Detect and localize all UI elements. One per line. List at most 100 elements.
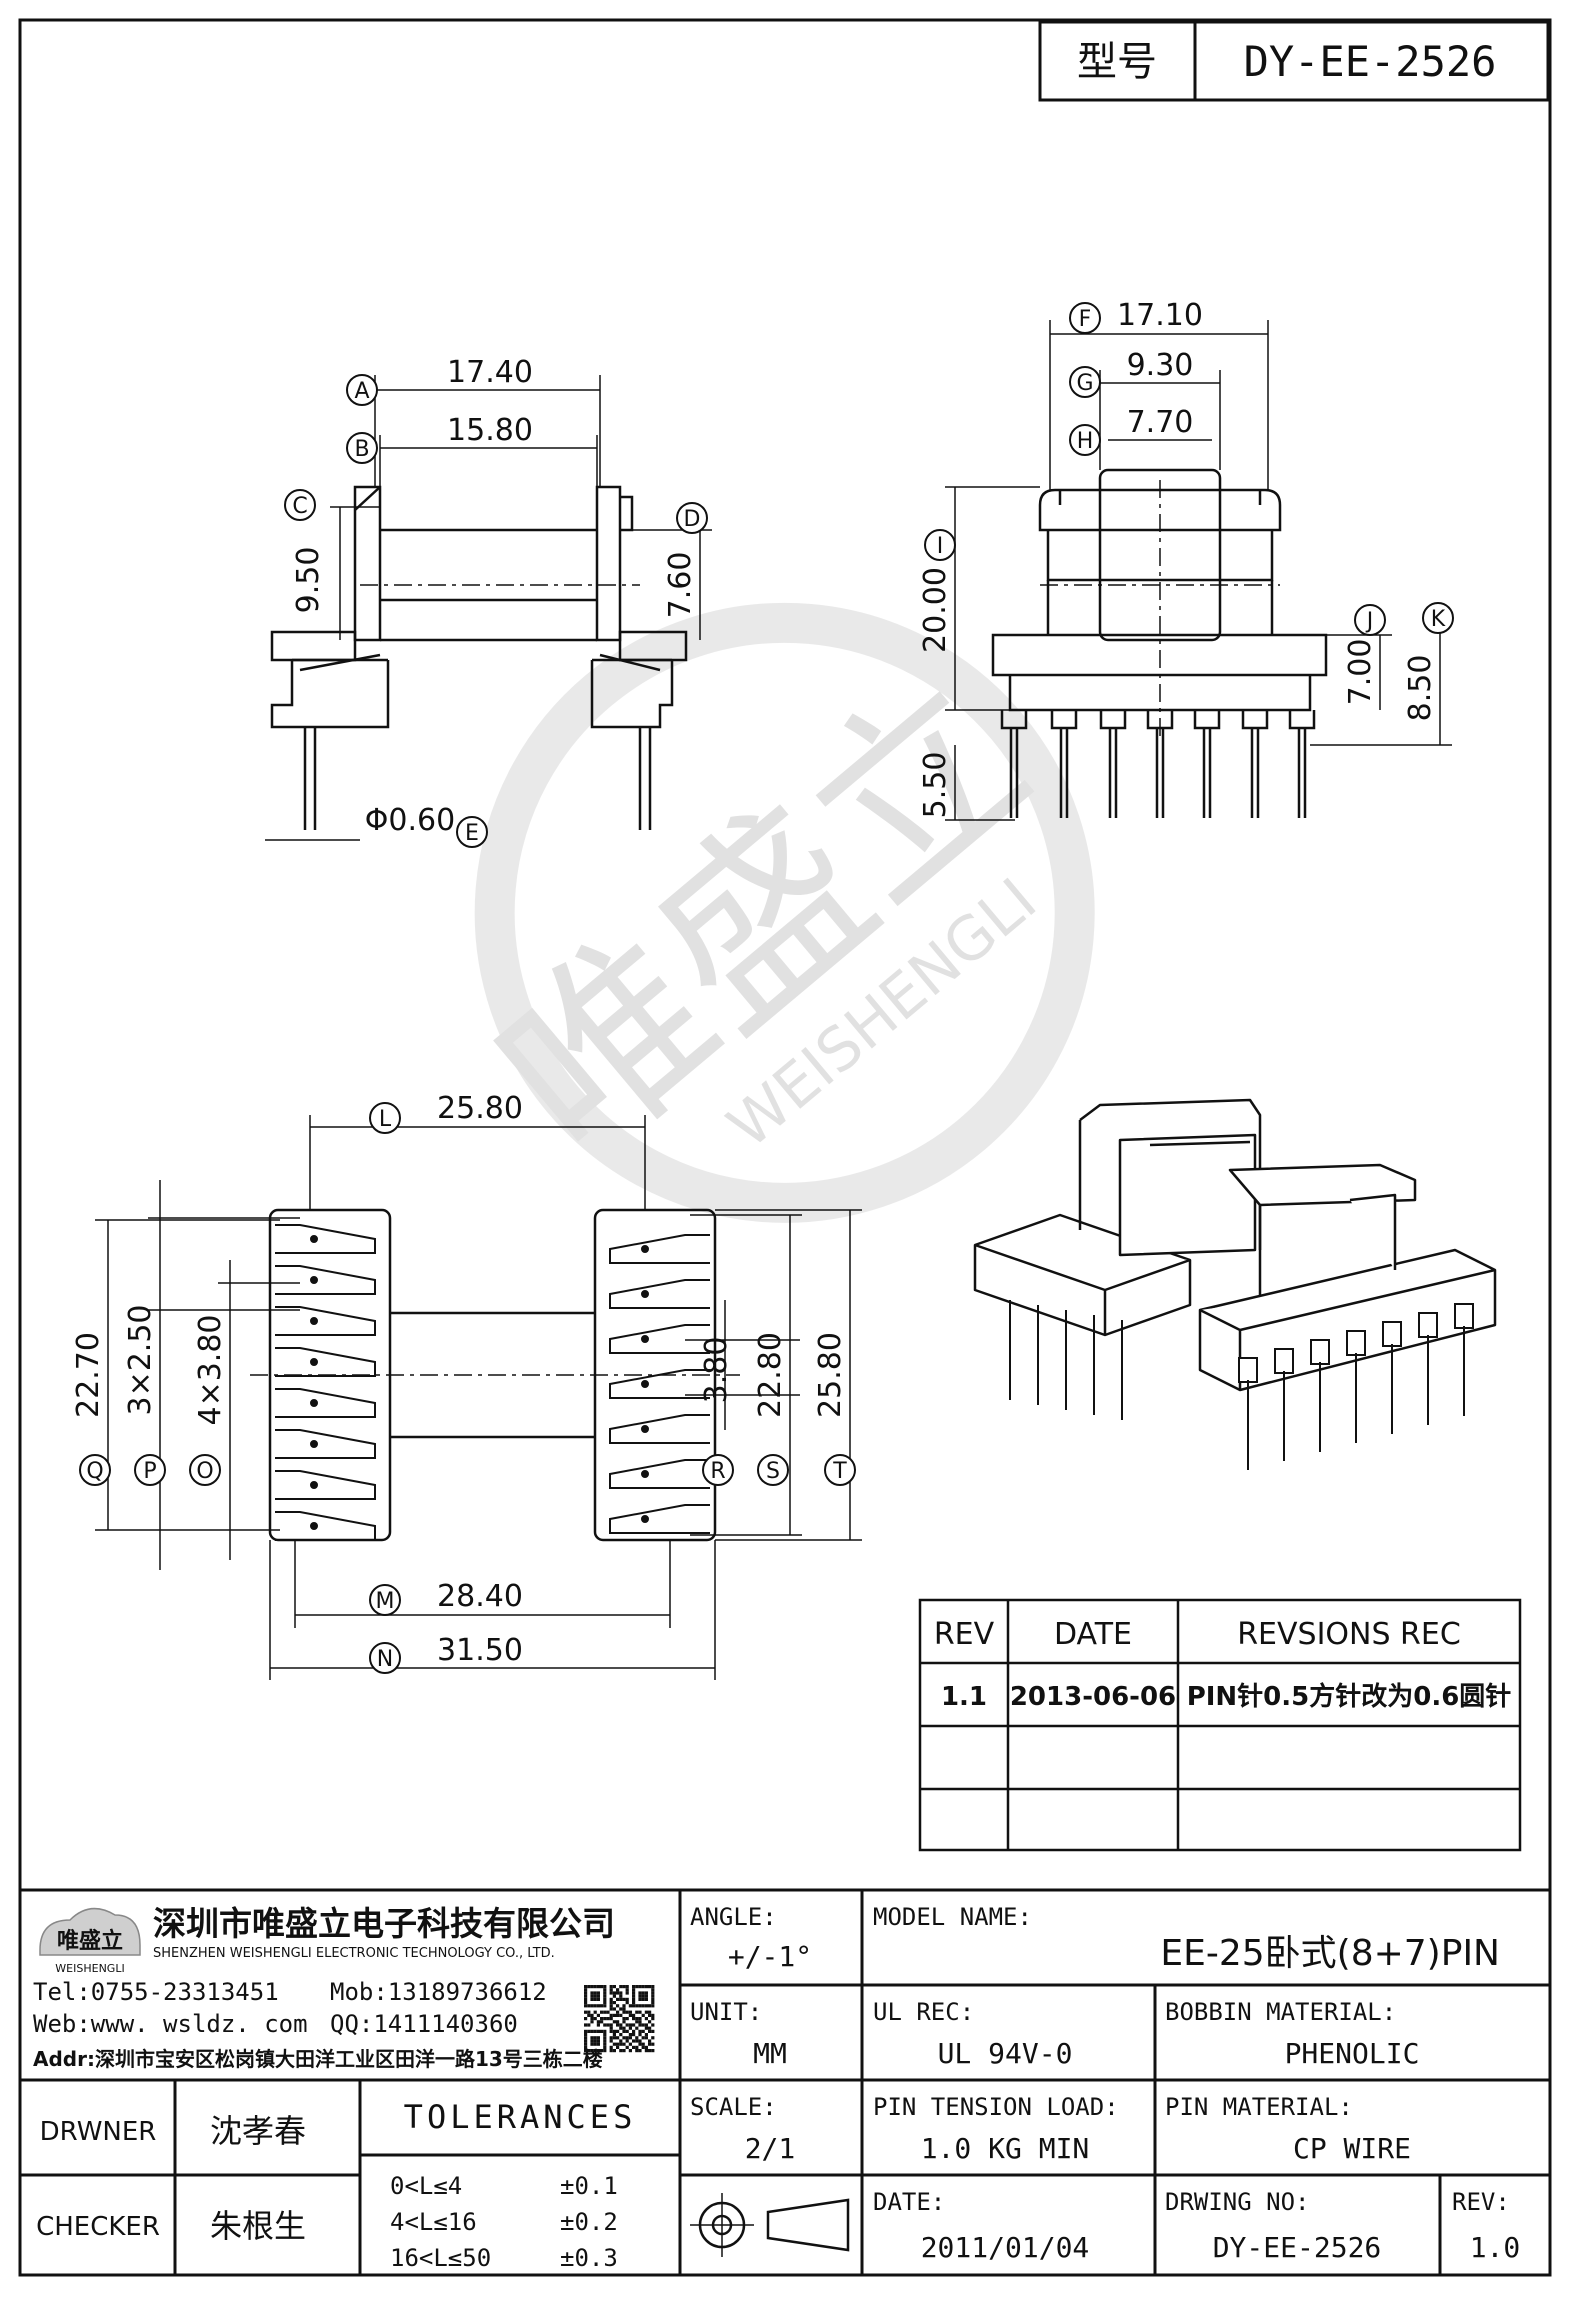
marker-s: S [757, 1454, 789, 1486]
rev-header-date: DATE [1054, 1617, 1132, 1652]
angle-value: +/-1° [728, 1940, 812, 1973]
tol-value-3: ±0.3 [560, 2244, 618, 2272]
dim-e-value: Φ0.60 [365, 803, 455, 838]
model-header: 型号 DY-EE-2526 [1038, 20, 1550, 102]
front-pin [1288, 710, 1316, 818]
svg-text:H: H [1077, 429, 1094, 454]
front-view-dimension-text: 17.10 9.30 7.70 20.00 7.00 8.50 5.50 [918, 298, 1438, 818]
left-pin-pad [275, 1265, 376, 1295]
dim-h-value: 7.70 [1127, 405, 1194, 440]
company-qq: QQ:1411140360 [330, 2010, 518, 2038]
pin-tension-label: PIN TENSION LOAD: [873, 2093, 1119, 2121]
dim-s-value: 22.80 [753, 1332, 788, 1418]
marker-d: D [676, 502, 708, 534]
front-pin [1241, 710, 1269, 818]
marker-h: H [1069, 424, 1101, 456]
angle-label: ANGLE: [690, 1903, 777, 1931]
svg-text:N: N [377, 1647, 393, 1672]
pin-material-value: CP WIRE [1293, 2132, 1411, 2165]
rev-row1-rec: PIN针0.5方针改为0.6圆针 [1187, 1681, 1512, 1712]
right-pin-pad [609, 1234, 710, 1264]
marker-n: N [369, 1642, 401, 1674]
dim-p-value: 3×2.50 [123, 1304, 158, 1415]
dim-i-value: 20.00 [918, 567, 953, 653]
right-pin-pad [609, 1504, 710, 1534]
dim-m-value: 28.40 [437, 1579, 523, 1614]
marker-a: A [346, 374, 378, 406]
svg-text:K: K [1431, 607, 1446, 632]
svg-text:F: F [1079, 307, 1092, 332]
svg-text:L: L [379, 1107, 392, 1132]
svg-text:S: S [766, 1459, 780, 1484]
svg-text:M: M [376, 1589, 395, 1614]
marker-b: B [346, 432, 378, 464]
company-web: Web:www. wsldz. com [33, 2010, 308, 2038]
tol-range-3: 16<L≤50 [390, 2244, 491, 2272]
tol-value-1: ±0.1 [560, 2172, 618, 2200]
tolerances-label: TOLERANCES [404, 2098, 637, 2136]
iso-pin-right [1238, 1357, 1258, 1470]
rev-header-rec: REVSIONS REC [1237, 1617, 1461, 1652]
type-label: 型号 [1077, 39, 1157, 85]
drawing-no-value: DY-EE-2526 [1213, 2231, 1382, 2264]
right-pin-pad [609, 1324, 710, 1354]
company-name-cn: 深圳市唯盛立电子科技有限公司 [153, 1904, 615, 1943]
tolerances: TOLERANCES 0<L≤4 ±0.1 4<L≤16 ±0.2 16<L≤5… [390, 2098, 637, 2272]
marker-k: K [1422, 602, 1454, 634]
checker-label: CHECKER [36, 2212, 160, 2242]
marker-q: Q [79, 1454, 111, 1486]
dim-j-value: 7.00 [1343, 639, 1378, 706]
front-pin [1146, 710, 1174, 818]
iso-pin-right [1418, 1312, 1438, 1425]
dim-g-value: 9.30 [1127, 348, 1194, 383]
ul-value: UL 94V-0 [938, 2037, 1073, 2070]
ul-label: UL REC: [873, 1998, 974, 2026]
marker-e: E [456, 816, 488, 848]
revision-table [918, 1598, 1522, 1852]
drawer-label: DRWNER [40, 2117, 157, 2147]
svg-text:C: C [292, 494, 307, 519]
company-mob: Mob:13189736612 [330, 1978, 547, 2006]
dim-d-value: 7.60 [663, 552, 698, 619]
date-value: 2011/01/04 [921, 2231, 1090, 2264]
svg-text:G: G [1076, 371, 1093, 396]
svg-text:I: I [937, 534, 944, 559]
svg-text:R: R [710, 1459, 725, 1484]
iso-pin-right [1382, 1321, 1402, 1434]
isometric-view [973, 1098, 1497, 1392]
model-name-label: MODEL NAME: [873, 1903, 1032, 1931]
side-view-dimension-text: 17.40 15.80 9.50 7.60 Φ0.60 [291, 355, 698, 838]
front-pin [1099, 710, 1127, 818]
scale-label: SCALE: [690, 2093, 777, 2121]
company-name-en: SHENZHEN WEISHENGLI ELECTRONIC TECHNOLOG… [153, 1946, 555, 1961]
model-name-value: EE-25卧式(8+7)PIN [1160, 1933, 1500, 1974]
front-pin [1193, 710, 1221, 818]
svg-text:Q: Q [86, 1459, 103, 1484]
marker-c: C [284, 489, 316, 521]
dim-k-value: 8.50 [1403, 655, 1438, 722]
rev-row1-rev: 1.1 [941, 1682, 987, 1712]
dim-q-value: 22.70 [71, 1332, 106, 1418]
front-view [991, 468, 1328, 740]
svg-text:P: P [143, 1459, 156, 1484]
marker-r: R [702, 1454, 734, 1486]
left-pin-pad [275, 1470, 376, 1500]
unit-label: UNIT: [690, 1998, 762, 2026]
unit-value: MM [753, 2037, 787, 2070]
dim-t-value: 25.80 [813, 1332, 848, 1418]
svg-text:J: J [1365, 609, 1374, 634]
front-view-pins [1000, 710, 1316, 818]
pin-material-label: PIN MATERIAL: [1165, 2093, 1353, 2121]
front-pin [1000, 710, 1028, 818]
projection-symbol-icon [690, 2193, 850, 2257]
marker-o: O [189, 1454, 221, 1486]
company-logo-en: WEISHENGLI [55, 1962, 124, 1975]
date-label: DATE: [873, 2188, 945, 2216]
revision-table-text: REV DATE REVSIONS REC 1.1 2013-06-06 PIN… [934, 1617, 1511, 1712]
rev-label: REV: [1452, 2188, 1510, 2216]
company-logo: 唯盛立 WEISHENGLI [39, 1907, 141, 1975]
sheet-border [18, 18, 1552, 2277]
title-block [20, 1888, 1550, 2275]
side-view [270, 485, 688, 830]
